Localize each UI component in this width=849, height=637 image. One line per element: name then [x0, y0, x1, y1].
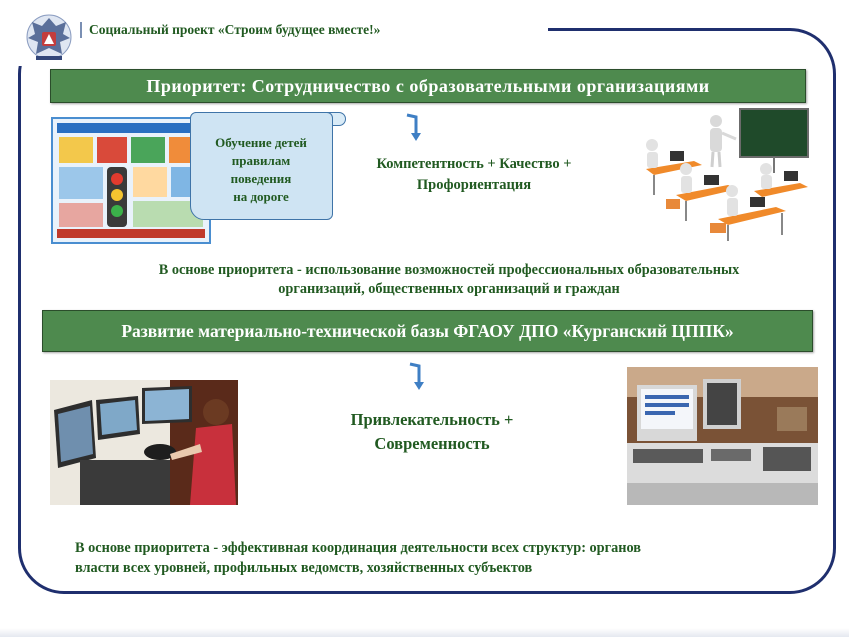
header-separator: [80, 22, 82, 38]
children-training-callout: [190, 112, 333, 220]
basis-line: В основе приоритета - эффективная коорди…: [75, 540, 642, 556]
callout-line: поведения: [230, 171, 292, 186]
formula-line: Привлекательность +: [350, 410, 514, 429]
classroom-figures-icon: [646, 108, 809, 241]
callout-line: Обучение детей: [215, 135, 307, 150]
formula-line: Профориентация: [416, 177, 532, 193]
competence-formula: Компетентность + Качество + Профориентац…: [345, 154, 603, 196]
basis-line: В основе приоритета - использование возм…: [158, 262, 740, 278]
double-headed-eagle-emblem-icon: [26, 14, 72, 60]
project-title: Социальный проект «Строим будущее вместе…: [89, 22, 381, 37]
priority-basis-text: В основе приоритета - использование возм…: [62, 261, 836, 299]
formula-line: Компетентность + Качество +: [376, 156, 572, 172]
road-safety-poster-image: [51, 117, 211, 244]
bent-down-arrow-icon: [406, 113, 421, 141]
basis-line: организаций, общественных организаций и …: [278, 281, 620, 297]
callout-text: Обучение детей правилам поведения на дор…: [196, 134, 326, 206]
development-banner: Развитие материально-технической базы ФГ…: [42, 310, 813, 352]
attractiveness-formula: Привлекательность + Современность: [318, 408, 546, 456]
callout-line: правилам: [231, 153, 291, 168]
driving-simulator-image: [50, 380, 238, 505]
coordination-basis-text: В основе приоритета - эффективная коорди…: [75, 538, 775, 578]
control-console-image: [627, 367, 818, 505]
bent-down-arrow-icon: [409, 362, 424, 390]
bottom-strip: [0, 628, 849, 637]
frame-gap: [0, 0, 548, 40]
formula-line: Современность: [374, 434, 490, 453]
priority-banner: Приоритет: Сотрудничество с образователь…: [50, 69, 806, 103]
basis-line: власти всех уровней, профильных ведомств…: [75, 560, 533, 576]
callout-line: на дороге: [233, 189, 289, 204]
